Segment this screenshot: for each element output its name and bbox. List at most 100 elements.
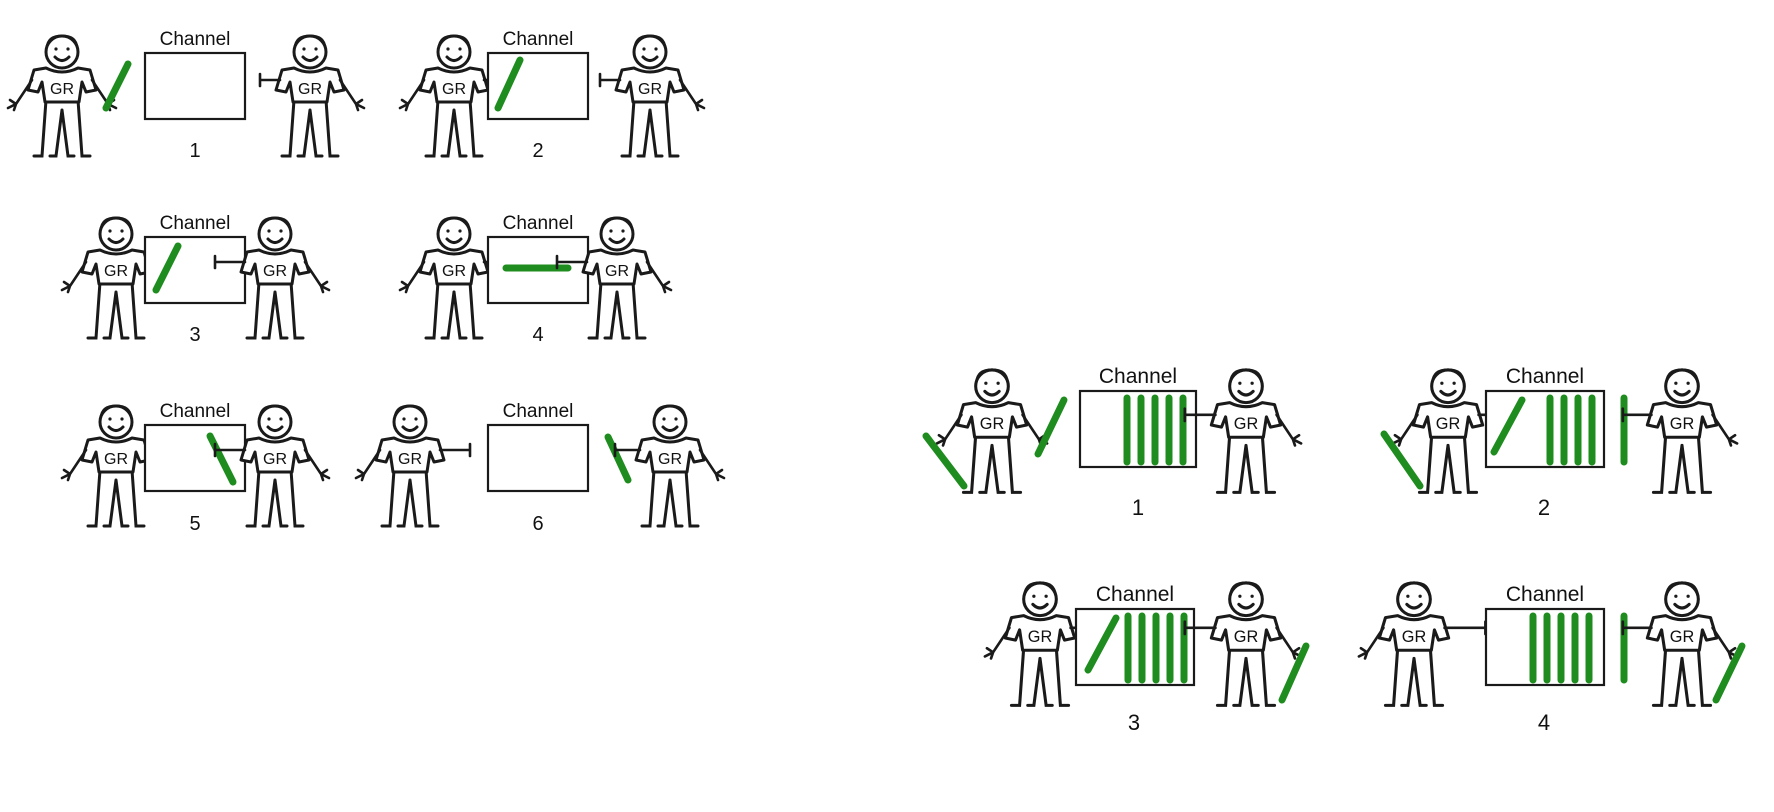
channel-label: Channel [1099,365,1177,388]
green-stick [604,433,632,484]
right-arm [338,78,366,112]
shirt-label: GR [1402,628,1427,646]
right-arm-reach [1443,620,1487,636]
stick-figure: GR [1183,581,1303,707]
left-arm [60,260,88,294]
eye [108,417,112,421]
eye [662,417,666,421]
legs [1651,646,1713,707]
right-arm [303,260,331,294]
left-arm [6,78,34,112]
step-number: 1 [189,140,200,162]
left-arm [1357,626,1385,660]
right-arm [1711,626,1739,660]
shirt [614,66,686,104]
channel-label: Channel [1096,583,1174,606]
shirt-label: GR [1436,415,1461,433]
head [44,34,80,70]
head [98,216,134,252]
smile [1237,602,1255,610]
head [1228,368,1264,405]
smile [107,425,125,432]
head [257,404,293,440]
shirt [1377,614,1451,652]
left-arm-reach [555,254,589,270]
head [436,34,472,70]
smile [301,55,319,62]
eye [1238,381,1242,385]
eye [279,417,283,421]
shirt-label: GR [658,451,682,468]
eye [996,381,1000,385]
legs [245,468,305,528]
right-arm [645,260,673,294]
legs [86,280,146,340]
legs [1215,433,1277,494]
head [257,216,293,252]
legs [1651,433,1713,494]
channel-box [143,235,247,305]
left-arm [1391,413,1419,447]
shirt-label: GR [980,415,1005,433]
legs [1383,646,1445,707]
head [1228,581,1264,618]
smile [661,425,679,432]
green-stick [102,60,132,112]
channel-label: Channel [160,29,231,50]
eye [1032,594,1036,598]
smile [1673,602,1691,610]
eye [1238,594,1242,598]
channel-label: Channel [503,213,574,234]
eye [54,47,58,51]
channel-box [1074,607,1196,687]
shirt-label: GR [50,81,74,98]
legs [961,433,1023,494]
step-number: 3 [1128,710,1140,735]
shirt-label: GR [298,81,322,98]
eye [279,229,283,233]
channel-label: Channel [1506,583,1584,606]
legs [424,98,484,158]
shirt [581,248,653,286]
left-arm-reach [613,442,642,458]
shirt-label: GR [1234,628,1259,646]
step-number: 4 [1538,710,1550,735]
stick-figure: GR [6,34,118,158]
eye [1250,594,1254,598]
left-arm [398,78,426,112]
stick-figure: GR [60,404,178,528]
smile [107,237,125,244]
shirt [374,436,446,474]
stick-figure: GR [213,216,331,340]
left-arm-reach [258,72,282,88]
right-arm [1275,626,1303,660]
stick-figure: GR [935,368,1049,494]
step-number: 3 [189,324,200,346]
left-arm-reach [1183,407,1217,423]
head [392,404,428,440]
head [1664,581,1700,618]
eye [1452,381,1456,385]
channel-label: Channel [503,401,574,422]
head [1664,368,1700,405]
step-number: 1 [1132,495,1144,520]
stick-figure: GR [398,34,516,158]
head [1430,368,1466,405]
stick-figure: GR [1357,581,1487,707]
shirt [418,248,490,286]
green-stick [1712,642,1746,704]
channel-box [486,423,590,493]
stick-figure: GR [1621,368,1739,494]
head [974,368,1010,405]
head [1396,581,1432,618]
eye [642,47,646,51]
stick-figure: GR [598,34,706,158]
left-arm [983,626,1011,660]
buffered-channel-sequence: GRChannelGR1GRChannelGR2GRChannelGR3GRCh… [922,365,1746,735]
